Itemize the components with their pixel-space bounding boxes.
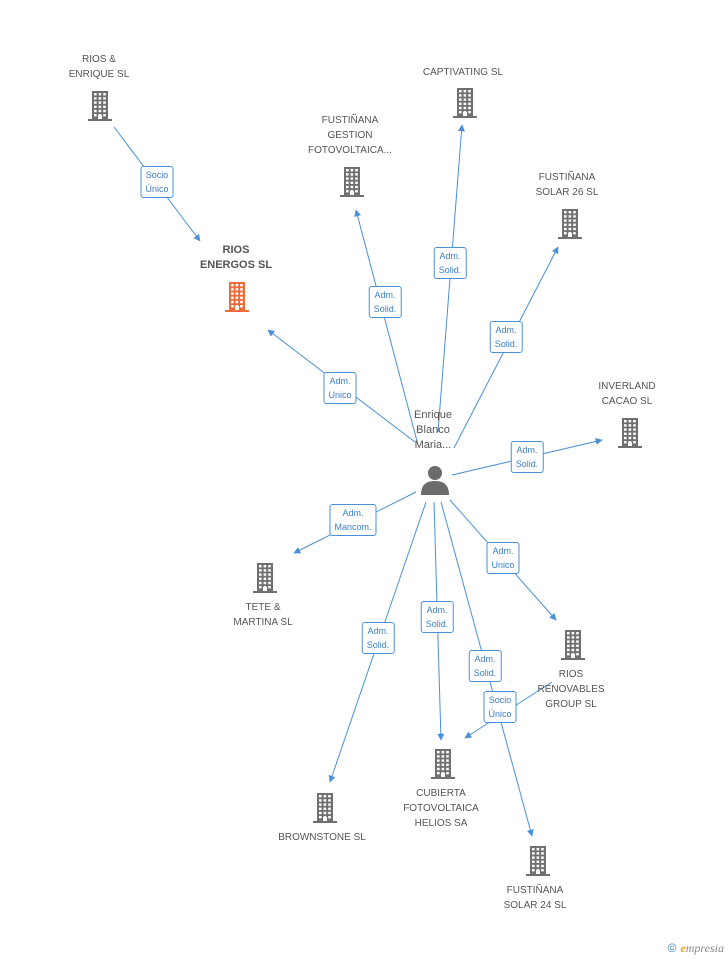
node-label: CUBIERTA FOTOVOLTAICA HELIOS SA <box>403 788 479 829</box>
edge-label-adm-unico[interactable]: Adm. Unico <box>486 542 520 574</box>
building-icon[interactable] <box>613 416 647 450</box>
edge-label-socio-unico[interactable]: Socio Único <box>140 166 174 198</box>
edge-label-adm-solid[interactable]: Adm. Solid. <box>510 441 544 473</box>
edge-label-adm-solid[interactable]: Adm. Solid. <box>420 601 454 633</box>
node-label: BROWNSTONE SL <box>278 832 366 843</box>
edge-label-adm-solid[interactable]: Adm. Solid. <box>489 321 523 353</box>
brand-initial: e <box>680 941 686 955</box>
node-label: FUSTIÑANA SOLAR 26 SL <box>535 172 599 198</box>
brand-name: mpresia <box>685 941 724 955</box>
node-label: FUSTIÑANA SOLAR 24 SL <box>503 885 567 911</box>
node-label: CAPTIVATING SL <box>422 67 504 78</box>
edge-label-adm-solid[interactable]: Adm. Solid. <box>468 650 502 682</box>
building-icon[interactable] <box>220 280 254 314</box>
edge-label-adm-solid[interactable]: Adm. Solid. <box>361 622 395 654</box>
node-label: FUSTIÑANA GESTION FOTOVOLTAICA... <box>308 115 392 156</box>
building-icon[interactable] <box>556 628 590 662</box>
node-label: RIOS & ENRIQUE SL <box>68 54 130 80</box>
edge-label-socio-unico[interactable]: Socio Único <box>483 691 517 723</box>
edge-label-adm-solid[interactable]: Adm. Solid. <box>433 247 467 279</box>
edge-label-adm-solid[interactable]: Adm. Solid. <box>368 286 402 318</box>
person-icon[interactable] <box>418 463 452 497</box>
copyright-icon: © <box>667 941 677 955</box>
building-icon[interactable] <box>335 165 369 199</box>
center-person-label: Enrique Blanco Maria... <box>414 409 452 451</box>
brand-logo: ©empresia <box>668 941 724 956</box>
building-icon[interactable] <box>521 844 555 878</box>
edge-line-gestion <box>354 209 419 446</box>
building-icon[interactable] <box>448 86 482 120</box>
node-label: RIOS RENOVABLES GROUP SL <box>537 669 605 710</box>
building-icon[interactable] <box>308 791 342 825</box>
node-label: RIOS ENERGOS SL <box>199 244 273 271</box>
building-icon[interactable] <box>426 747 460 781</box>
node-label: TETE & MARTINA SL <box>233 602 293 628</box>
node-label: INVERLAND CACAO SL <box>598 381 656 407</box>
building-icon[interactable] <box>83 89 117 123</box>
edge-label-adm-mancom[interactable]: Adm. Mancom. <box>329 504 377 536</box>
building-icon[interactable] <box>553 207 587 241</box>
edge-label-adm-unico[interactable]: Adm. Unico <box>323 372 357 404</box>
building-icon[interactable] <box>248 561 282 595</box>
